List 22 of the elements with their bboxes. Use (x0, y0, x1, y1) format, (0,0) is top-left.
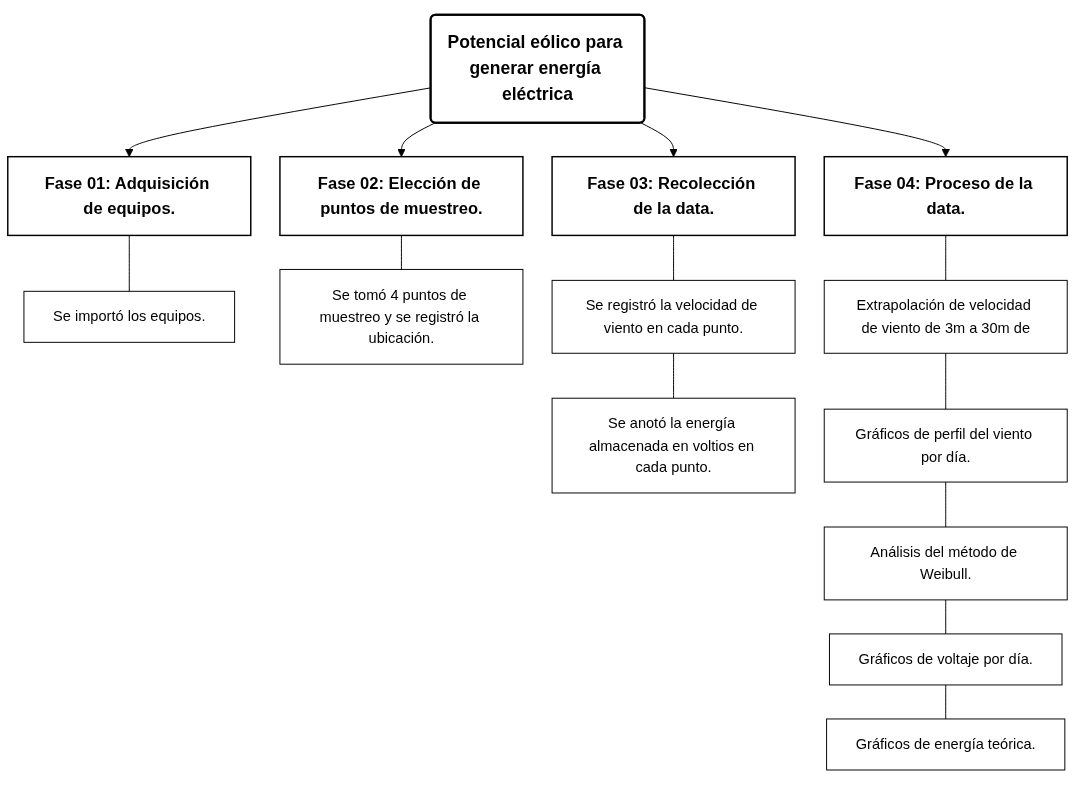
node-box: Se registró la velocidad de viento en cada punto. (551, 280, 796, 354)
connector (945, 481, 947, 528)
node-box: Extrapolación de velocidad de viento de 3m a 30m de (823, 280, 1068, 354)
node-box: Fase 03: Recolección de la data. (551, 156, 796, 237)
connector (945, 599, 947, 635)
node-box: Fase 02: Elección de puntos de muestreo. (279, 156, 524, 237)
connector (400, 235, 402, 271)
connector (128, 235, 130, 292)
node-box: Gráficos de voltaje por día. (828, 633, 1063, 686)
node-box: Gráficos de perfil del viento por día. (823, 408, 1068, 483)
node-box: Fase 01: Adquisición de equipos. (7, 156, 252, 237)
connector (945, 352, 947, 410)
node-box: Gráficos de energía teórica. (826, 718, 1066, 771)
node-box: Fase 04: Proceso de la data. (823, 156, 1068, 237)
connector (945, 235, 947, 281)
node-box: Se anotó la energía almacenada en voltios en cada punto. (551, 397, 796, 494)
node-box: Análisis del método de Weibull. (823, 526, 1068, 601)
connector (945, 684, 947, 720)
connector (673, 235, 675, 281)
node-box: Se importó los equipos. (23, 290, 236, 343)
node-box: Se tomó 4 puntos de muestreo y se registró la ubicación. (279, 269, 524, 365)
connector (673, 352, 675, 399)
